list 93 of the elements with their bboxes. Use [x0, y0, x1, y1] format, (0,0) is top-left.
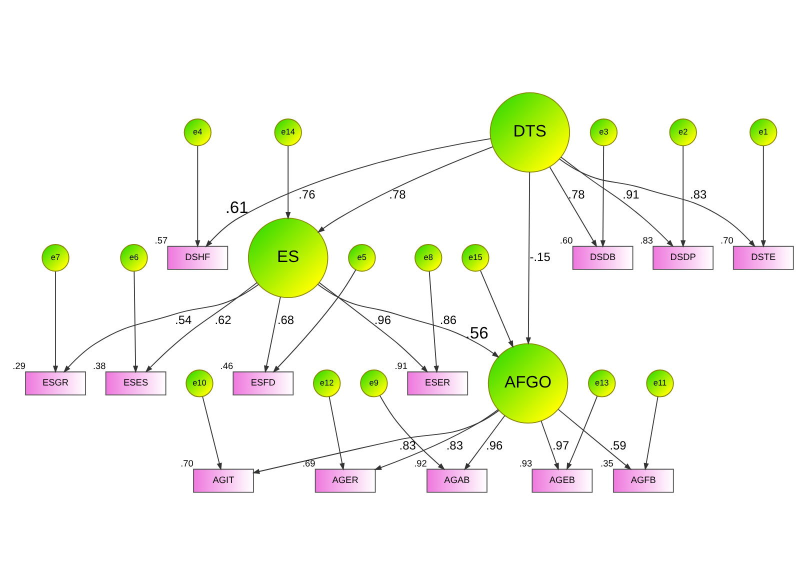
node-label: .57 [154, 235, 168, 246]
node-label: .61 [225, 198, 248, 217]
node-circle: e6 [120, 244, 148, 272]
node-circle: e8 [414, 244, 442, 272]
node-box: DSDP [652, 245, 714, 270]
edge-label: .83 [399, 438, 416, 452]
arrow [600, 145, 606, 248]
edge-label: .54 [175, 312, 192, 326]
node-circle: e2 [669, 118, 697, 146]
node-box: ESER [407, 370, 468, 395]
node-box: AGAB [426, 468, 488, 492]
arrow [202, 396, 222, 470]
node-box: AGER [314, 468, 376, 492]
arrow [380, 394, 446, 470]
arrow [540, 420, 559, 470]
node-circle: e11 [646, 369, 674, 397]
node-box: AGIT [193, 468, 254, 492]
node-label: .56 [465, 323, 488, 342]
node-circle: ES [248, 217, 328, 298]
node-box: ESES [105, 370, 166, 395]
node-label: .60 [560, 235, 573, 246]
node-circle: e9 [360, 369, 388, 397]
node-circle: e13 [588, 369, 616, 397]
arrow [566, 395, 598, 470]
edge-label: .68 [277, 312, 294, 326]
node-label: .38 [92, 360, 106, 371]
arrow [549, 166, 598, 247]
node-box: AGFB [612, 468, 674, 492]
arrow [526, 171, 531, 344]
node-circle: e4 [184, 118, 212, 146]
node-label: .70 [180, 458, 194, 468]
node-box: DSHF [167, 245, 228, 270]
arrow [558, 408, 632, 470]
arrow [132, 270, 138, 373]
node-circle: e14 [274, 118, 302, 146]
edge-label: .76 [298, 186, 316, 201]
node-label: .29 [12, 360, 26, 371]
edge-label: .62 [214, 312, 232, 326]
node-circle: e12 [313, 369, 341, 397]
arrow [317, 283, 500, 358]
edge-label: .78 [389, 186, 406, 201]
arrow [286, 145, 291, 219]
node-label: .69 [302, 458, 316, 468]
node-label: .35 [600, 458, 614, 468]
edge-label: .96 [374, 312, 392, 326]
arrow [318, 282, 428, 372]
node-circle: DTS [490, 92, 570, 172]
node-box: ESFD [232, 370, 294, 395]
node-box: DSDB [572, 245, 634, 270]
node-label: .91 [394, 360, 408, 371]
arrow [272, 269, 356, 372]
arrow [195, 145, 200, 248]
arrow [560, 156, 674, 247]
edge-label: .78 [568, 186, 585, 201]
arrow [205, 138, 491, 247]
arrow [145, 282, 258, 372]
arrow [559, 158, 756, 247]
edge-label: .86 [440, 312, 457, 326]
node-circle: e7 [42, 244, 70, 272]
node-circle: e1 [750, 118, 778, 146]
edge-label: .91 [622, 186, 640, 201]
node-box: DSTE [732, 245, 794, 270]
arrow [480, 270, 514, 348]
node-label: .70 [720, 235, 734, 246]
node-box: ESGR [25, 370, 86, 395]
arrow [63, 284, 259, 372]
node-label: .46 [220, 360, 234, 371]
arrow [644, 396, 658, 470]
arrow [328, 396, 345, 470]
arrow [317, 146, 494, 232]
edge-label: .83 [446, 438, 464, 452]
edge-label: .83 [690, 186, 707, 201]
node-circle: e10 [186, 369, 214, 397]
arrow [252, 410, 500, 474]
node-label: .83 [640, 235, 654, 246]
node-circle: e15 [462, 244, 490, 272]
edge-label: .97 [552, 438, 570, 452]
node-box: AGEB [532, 468, 593, 492]
arrow [760, 145, 766, 248]
arrow [428, 270, 439, 373]
node-label: .93 [519, 458, 532, 468]
edge-label: .59 [610, 438, 626, 452]
arrow [264, 296, 281, 373]
node-circle: e3 [590, 118, 618, 146]
arrow [52, 270, 58, 373]
arrow [680, 145, 686, 248]
node-circle: e5 [348, 244, 376, 272]
arrow [464, 414, 506, 470]
node-circle: AFGO [488, 342, 568, 424]
node-label: .92 [414, 458, 427, 468]
edge-label: .96 [486, 438, 503, 452]
arrow [374, 408, 499, 470]
edge-label: -.15 [530, 250, 550, 264]
